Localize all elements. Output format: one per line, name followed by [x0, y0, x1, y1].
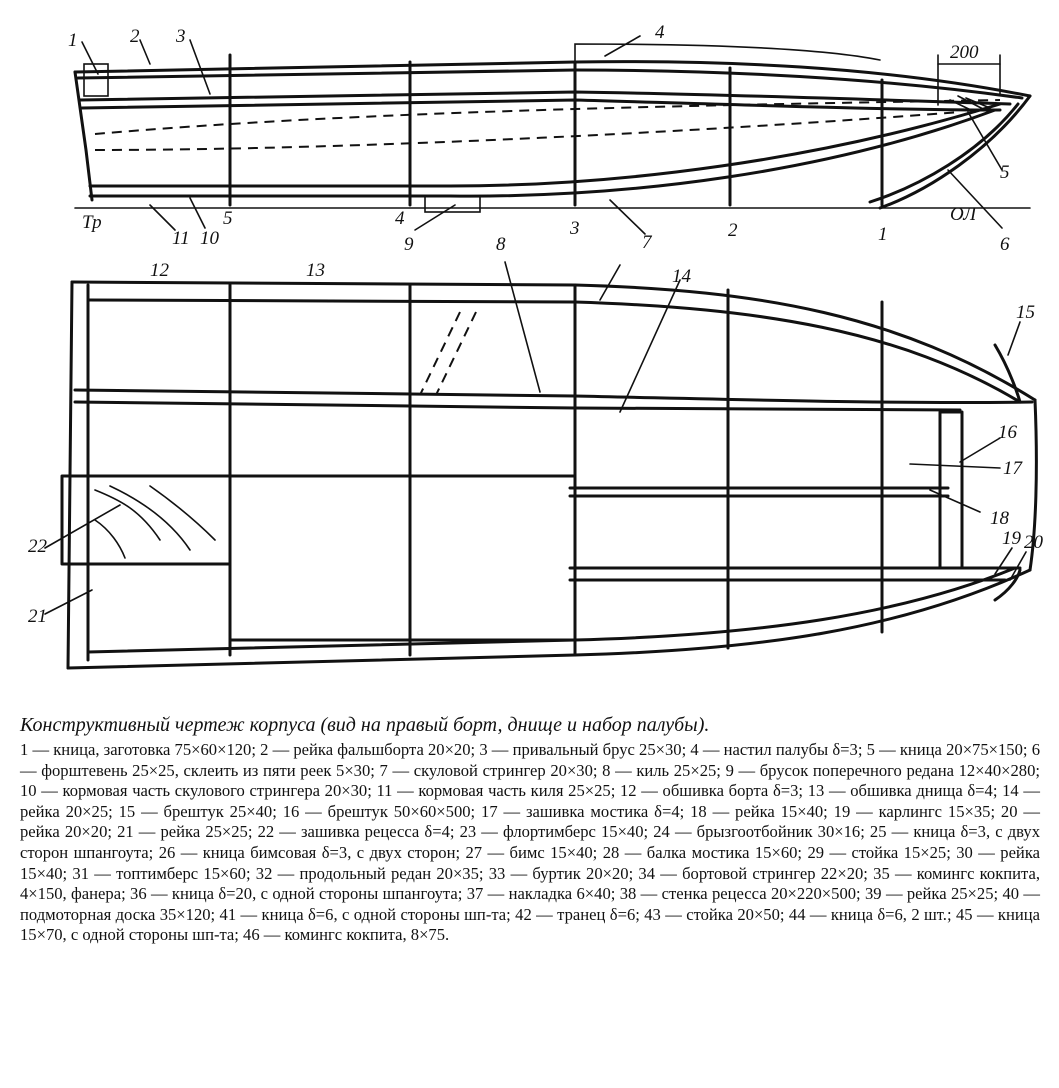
label-10: 10 [200, 228, 220, 249]
label-8: 8 [496, 234, 506, 255]
label-22: 22 [28, 536, 48, 557]
hull-outline-top [70, 280, 1037, 402]
stem-inner [868, 102, 1020, 204]
label-4: 4 [655, 22, 665, 43]
side-frames [228, 53, 884, 207]
rubbing-strake-lower [80, 98, 1002, 112]
label-13: 13 [306, 260, 325, 281]
label-15: 15 [1016, 302, 1035, 323]
dashed-line-upper [94, 99, 1001, 135]
label-7: 7 [642, 232, 653, 253]
stem-outer [878, 94, 1032, 210]
transom-line [73, 70, 94, 202]
plan-leaders [44, 261, 1027, 615]
figure-caption: Конструктивный чертеж корпуса (вид на пр… [20, 714, 1040, 946]
keel-plan-lower [73, 400, 962, 412]
label-dimension-200: 200 [950, 42, 979, 63]
label-17: 17 [1003, 458, 1024, 479]
label-baseline: ОЛ [950, 204, 977, 225]
chine-stringer-upper [88, 102, 1002, 188]
deck-raised-line [574, 43, 881, 63]
keel-plan-upper [73, 388, 1034, 405]
label-20: 20 [1024, 532, 1044, 553]
label-6: 6 [1000, 234, 1010, 255]
label-station-1: 1 [878, 224, 888, 245]
label-station-3: 3 [569, 218, 580, 239]
dashed-diagonal-b [435, 311, 477, 396]
recess-panel [60, 474, 232, 566]
label-14: 14 [672, 266, 692, 287]
hull-outline-bottom [66, 568, 1032, 670]
plan-frames [86, 283, 884, 662]
transverse-step-block [424, 195, 481, 213]
hull-drawing: 1 2 3 4 5 6 7 8 9 10 11 Тр ОЛ 200 5 4 3 … [28, 22, 1044, 670]
caption-title: Конструктивный чертеж корпуса (вид на пр… [20, 714, 710, 736]
label-1: 1 [68, 30, 78, 51]
knee-block [83, 63, 109, 97]
rubbing-strake-upper [78, 90, 1012, 106]
side-view: 1 2 3 4 5 6 7 8 9 10 11 Тр ОЛ 200 5 4 3 … [68, 22, 1032, 255]
label-12: 12 [150, 260, 170, 281]
chine-stringer-lower [88, 108, 997, 198]
hull-outline-bow [1028, 398, 1038, 572]
label-11: 11 [172, 228, 190, 249]
recess-hatch [94, 485, 216, 559]
label-3: 3 [175, 26, 186, 47]
label-21: 21 [28, 606, 47, 627]
bow-breasthook [993, 343, 1022, 404]
breasthook-hatch [949, 95, 991, 113]
bow-rail [993, 568, 1022, 602]
label-station-4: 4 [395, 208, 405, 229]
label-16: 16 [998, 422, 1018, 443]
chine-inner-top [86, 298, 1022, 404]
label-station-2: 2 [728, 220, 738, 241]
label-19: 19 [1002, 528, 1022, 549]
label-5: 5 [1000, 162, 1010, 183]
caption-legend: 1 — кница, заготовка 75×60×120; 2 — рейк… [20, 740, 1040, 945]
dashed-diagonal-a [419, 311, 461, 396]
label-station-5: 5 [223, 208, 233, 229]
deck-planking-line [73, 60, 1032, 98]
label-18: 18 [990, 508, 1010, 529]
plan-view: 12 13 14 15 16 17 18 19 20 21 22 [28, 260, 1044, 670]
chine-inner-bottom [86, 566, 1017, 654]
label-9: 9 [404, 234, 414, 255]
label-2: 2 [130, 26, 140, 47]
side-leaders [81, 35, 1003, 235]
breasthook-plan [938, 410, 964, 570]
bulwark-rail-line [76, 68, 1024, 100]
label-transom: Тр [82, 212, 102, 233]
dashed-line-lower [94, 111, 961, 151]
